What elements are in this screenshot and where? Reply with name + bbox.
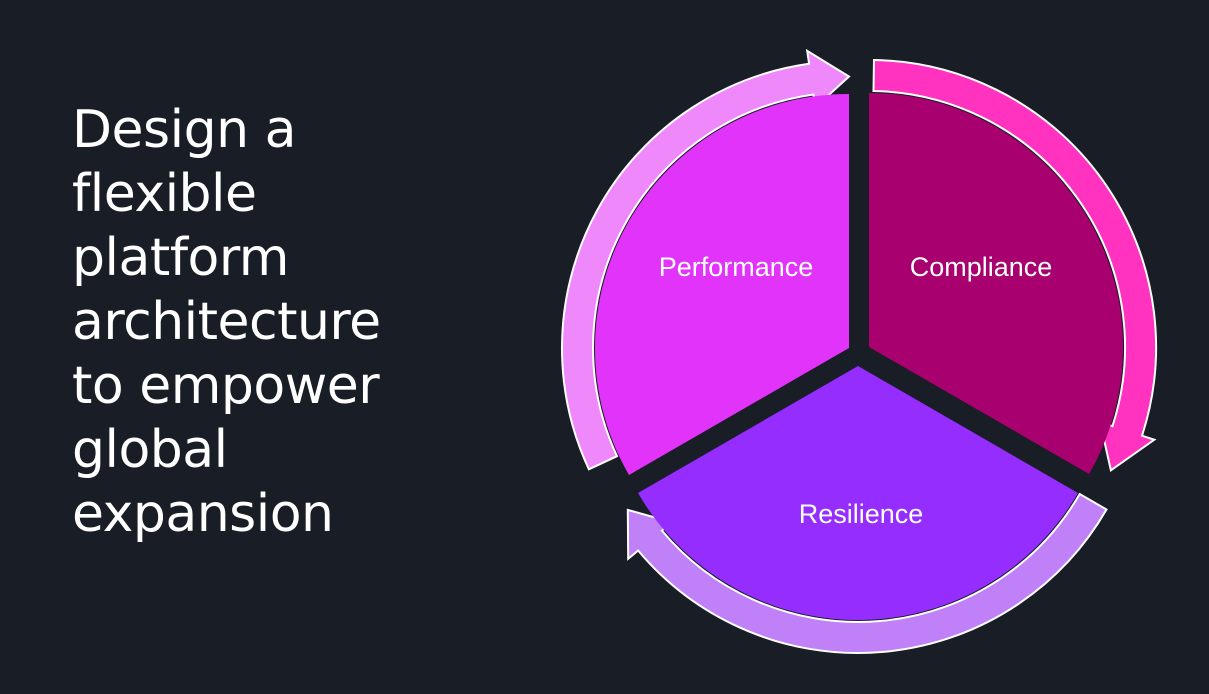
label-performance: Performance (659, 252, 814, 282)
title-line: expansion (72, 484, 334, 544)
cycle-arrow-compliance (872, 58, 1158, 472)
title-line: flexible (72, 164, 257, 224)
segment-compliance: Compliance (869, 58, 1158, 474)
cycle-arrow-resilience (626, 492, 1108, 654)
title-line: architecture (72, 292, 381, 352)
title-line: platform (72, 228, 289, 288)
segment-performance: Performance (561, 48, 851, 475)
title-line: Design a (72, 100, 296, 160)
wedge-compliance (869, 93, 1124, 474)
segment-resilience: Resilience (626, 366, 1108, 654)
cycle-arrow-performance (561, 48, 851, 471)
title-line: global (72, 420, 228, 480)
slide-title: Design a flexible platform architecture … (72, 98, 381, 546)
label-compliance: Compliance (910, 252, 1053, 282)
title-line: to empower (72, 356, 380, 416)
label-resilience: Resilience (799, 499, 924, 529)
wedge-performance (594, 94, 849, 475)
wedge-resilience (638, 366, 1078, 621)
